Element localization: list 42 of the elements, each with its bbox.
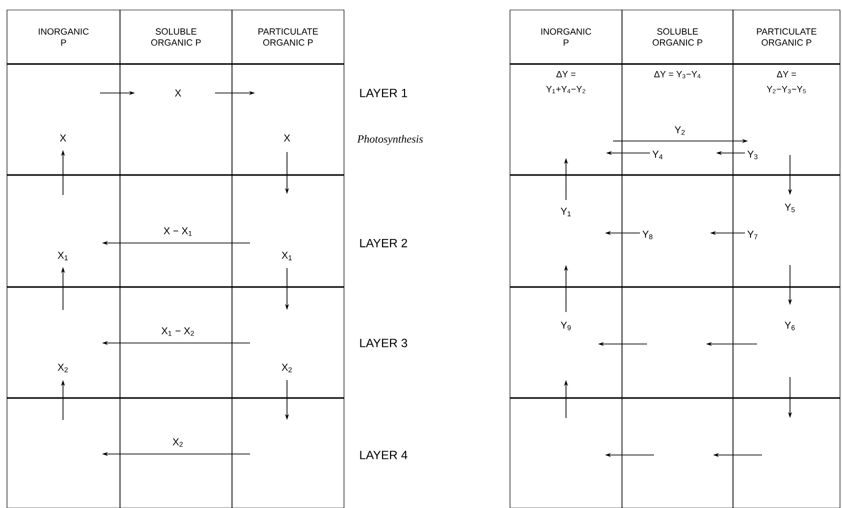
table-cell <box>232 398 344 508</box>
edge-label: X$_{2}$ <box>58 364 68 372</box>
layer-label: LAYER 4 <box>360 450 408 460</box>
edge-label: X$_{1}$ <box>58 252 68 260</box>
edge-label: X$_{2}$ <box>282 364 292 372</box>
table-cell <box>232 174 344 288</box>
edge-label: Y$_{8}$ <box>642 230 652 240</box>
table-cell <box>6 398 120 508</box>
edge-label: Y$_{1}$ <box>560 208 571 216</box>
edge-label: X <box>174 90 182 96</box>
table-cell <box>732 286 840 398</box>
edge-label: X <box>284 134 290 142</box>
table-cell <box>232 64 344 176</box>
column-header: SOLUBLE ORGANIC P <box>120 10 232 64</box>
table-cell <box>622 398 734 508</box>
table-cell <box>732 174 840 288</box>
column-header: PARTICULATE ORGANIC P <box>732 10 840 64</box>
edge-label: Y$_{7}$ <box>747 230 758 240</box>
table-cell <box>732 398 840 508</box>
column-header: PARTICULATE ORGANIC P <box>232 10 344 64</box>
layer-label: LAYER 3 <box>360 338 408 348</box>
edge-label: X$_{1}$ − X$_{2}$ <box>161 327 194 336</box>
table-cell <box>510 398 622 508</box>
table-cell <box>232 286 344 398</box>
edge-label: X − X$_{1}$ <box>164 227 192 236</box>
edge-label: Y$_{6}$ <box>784 322 795 330</box>
edge-label: Y$_{4}$ <box>652 150 663 160</box>
table-cell <box>120 398 232 508</box>
edge-label: X <box>60 134 66 142</box>
layer-label: LAYER 2 <box>360 238 408 248</box>
edge-label: Y$_{2}$ <box>674 126 685 135</box>
column-header: INORGANIC P <box>6 10 120 64</box>
column-header: SOLUBLE ORGANIC P <box>622 10 734 64</box>
edge-label: X$_{1}$ <box>282 252 292 260</box>
layer-label: LAYER 1 <box>360 88 408 98</box>
edge-label: X$_{2}$ <box>172 438 183 447</box>
column-header: INORGANIC P <box>510 10 622 64</box>
edge-label: Y$_{9}$ <box>560 322 571 330</box>
process-label: Photosynthesis <box>357 135 423 145</box>
edge-label: Y$_{3}$ <box>747 150 758 160</box>
formula-cell: ΔY = Y$_{1}$+Y$_{4}$−Y$_{2}$ <box>510 64 622 176</box>
edge-label: Y$_{5}$ <box>784 204 795 212</box>
